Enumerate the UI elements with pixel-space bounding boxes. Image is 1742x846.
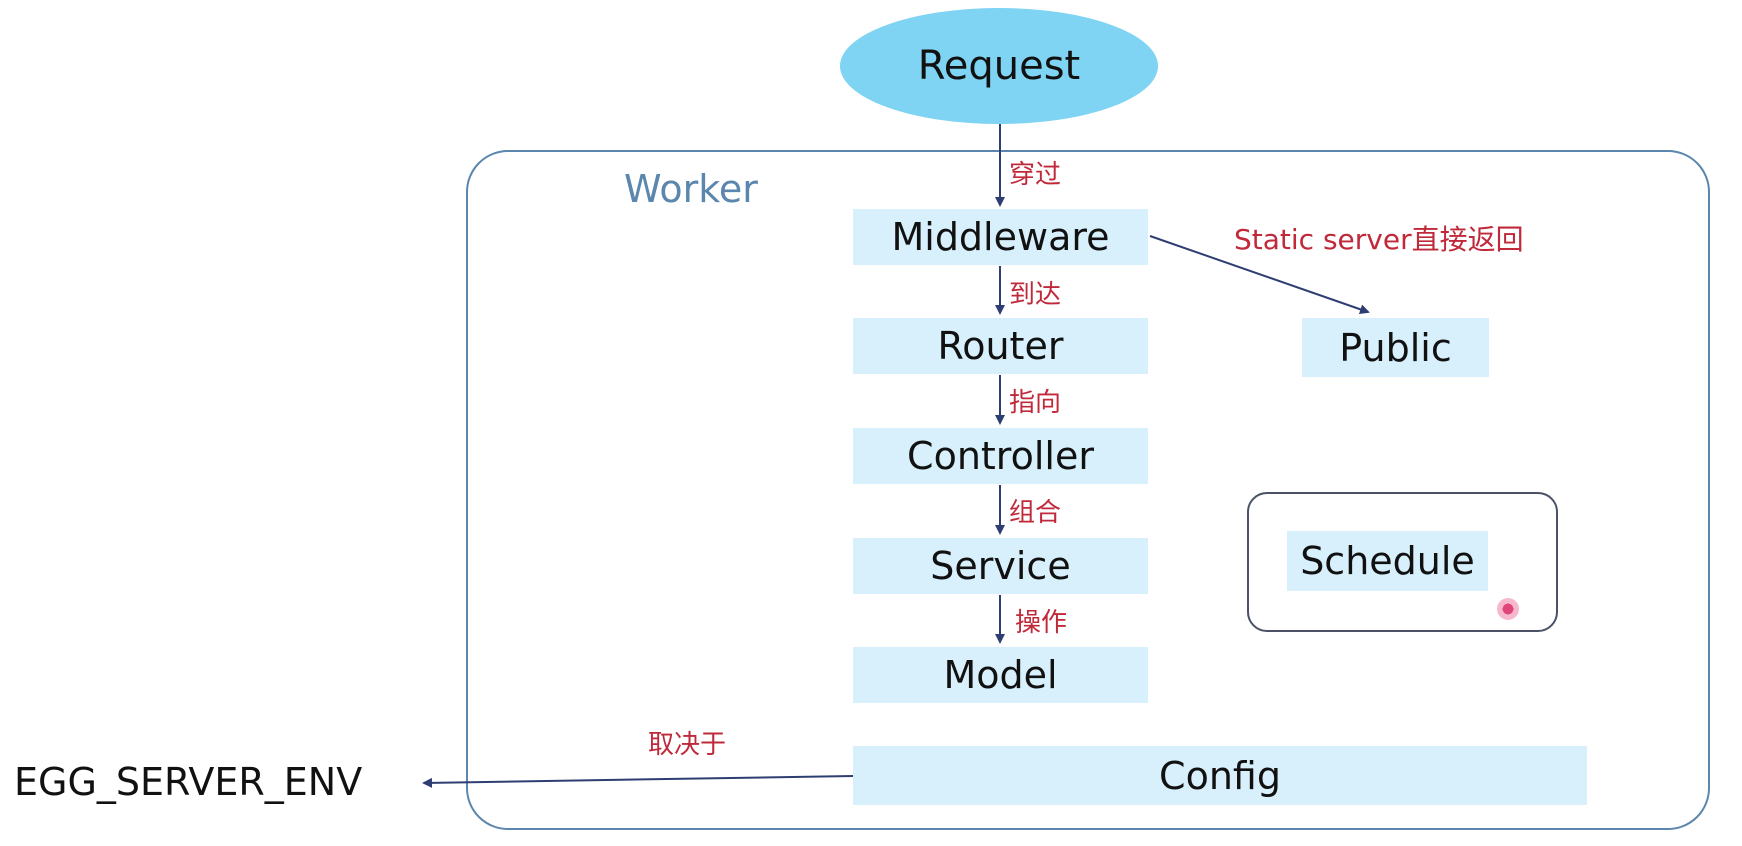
model-node: Model bbox=[853, 647, 1148, 703]
router-node: Router bbox=[853, 318, 1148, 374]
request-node: Request bbox=[840, 8, 1158, 124]
config-node: Config bbox=[853, 746, 1587, 805]
public-node: Public bbox=[1302, 318, 1489, 377]
edge-label-combine: 组合 bbox=[1009, 498, 1062, 528]
middleware-node: Middleware bbox=[853, 209, 1148, 265]
cursor-dot bbox=[1497, 598, 1519, 620]
edge-label-point-to: 指向 bbox=[1009, 388, 1062, 418]
edge-label-arrive: 到达 bbox=[1009, 280, 1062, 310]
edge-label-operate: 操作 bbox=[1015, 608, 1068, 638]
worker-frame bbox=[466, 150, 1710, 830]
edge-label-depends-on: 取决于 bbox=[648, 730, 727, 760]
schedule-node: Schedule bbox=[1287, 531, 1488, 591]
service-node: Service bbox=[853, 538, 1148, 594]
edge-label-pass-through: 穿过 bbox=[1009, 160, 1062, 190]
schedule-frame bbox=[1247, 492, 1558, 632]
env-variable-label: EGG_SERVER_ENV bbox=[14, 760, 363, 804]
edge-label-static-return: Static server直接返回 bbox=[1234, 223, 1524, 256]
controller-node: Controller bbox=[853, 428, 1148, 484]
worker-label: Worker bbox=[624, 167, 758, 211]
